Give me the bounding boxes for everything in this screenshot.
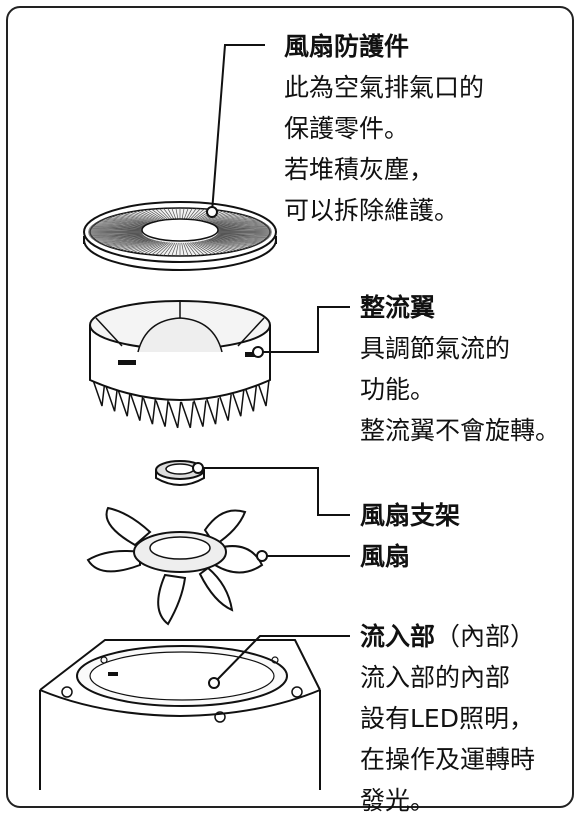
intake-line-4: 發光。: [360, 786, 436, 815]
leader-fan-guard: [211, 44, 265, 213]
diagram-frame: [6, 6, 574, 808]
fan-holder-title: 風扇支架: [360, 501, 461, 530]
fan-guard-line-3: 若堆積灰塵，: [284, 155, 435, 184]
fan-guard-line-4: 可以拆除維護。: [284, 196, 460, 225]
intake-callout: 流入部（內部） 流入部的內部 設有LED照明， 在操作及運轉時 發光。: [360, 616, 535, 821]
rectifier-line-1: 具調節氣流的: [360, 334, 511, 363]
intake-line-2: 設有LED照明，: [360, 704, 534, 733]
intake-line-3: 在操作及運轉時: [360, 745, 536, 774]
fan-callout: 風扇: [360, 536, 410, 577]
fan-title: 風扇: [360, 542, 411, 571]
leader-fan-holder: [198, 467, 350, 516]
fan-holder-illustration: [155, 460, 205, 486]
rectifier-illustration: [89, 300, 271, 429]
leader-dots: [192, 206, 268, 689]
rectifier-line-3: 整流翼不會旋轉。: [360, 416, 561, 445]
rectifier-title: 整流翼: [360, 293, 436, 322]
intake-line-1: 流入部的內部: [360, 663, 511, 692]
rectifier-callout: 整流翼 具調節氣流的 功能。 整流翼不會旋轉。: [360, 287, 560, 451]
fan-guard-callout: 風扇防護件 此為空氣排氣口的 保護零件。 若堆積灰塵， 可以拆除維護。: [284, 26, 484, 231]
intake-title-suffix: （內部）: [435, 622, 536, 651]
intake-illustration: [39, 639, 321, 790]
leader-rectifier: [258, 306, 350, 353]
fan-guard-line-1: 此為空氣排氣口的: [284, 73, 485, 102]
leader-intake: [213, 635, 350, 684]
intake-title: 流入部: [360, 622, 436, 651]
fan-guard-title: 風扇防護件: [284, 32, 410, 61]
fan-illustration: [86, 506, 264, 626]
fan-holder-callout: 風扇支架: [360, 495, 460, 536]
leader-lines: [198, 44, 350, 684]
fan-guard-illustration: [83, 201, 277, 271]
rectifier-line-2: 功能。: [360, 375, 436, 404]
fan-guard-line-2: 保護零件。: [284, 114, 410, 143]
